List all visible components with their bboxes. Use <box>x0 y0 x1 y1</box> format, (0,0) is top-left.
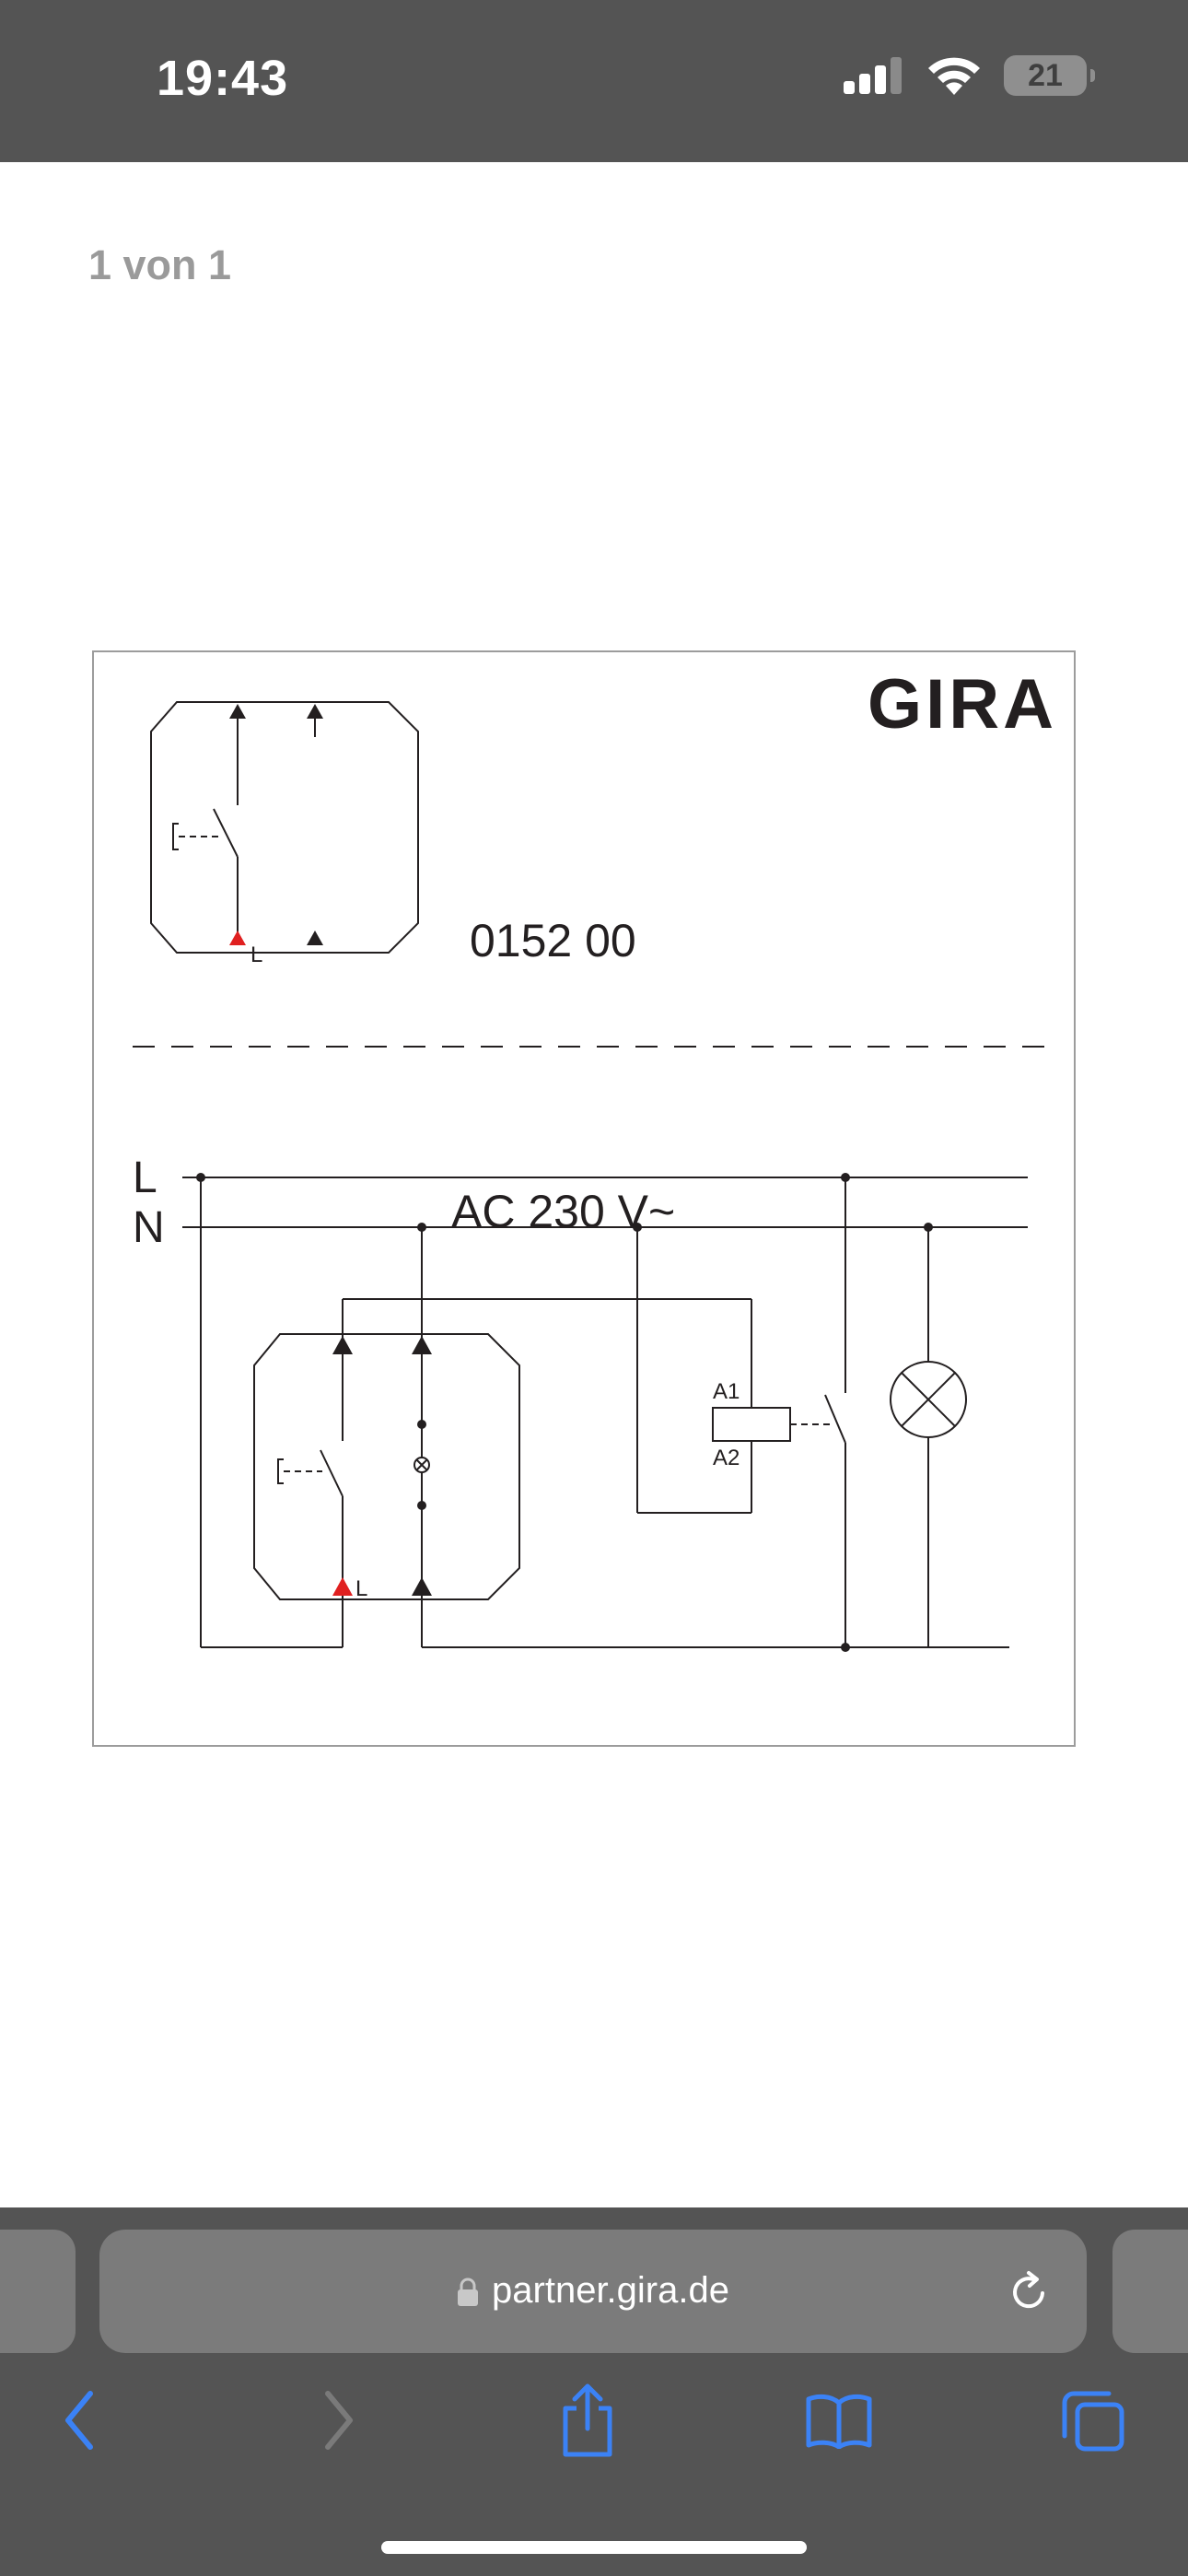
forward-icon[interactable] <box>320 2388 357 2453</box>
url-text: partner.gira.de <box>492 2270 729 2311</box>
relay-label-a1: A1 <box>713 1379 740 1404</box>
lock-icon <box>458 2277 479 2307</box>
voltage-label: AC 230 V~ <box>451 1186 675 1237</box>
previous-tab-preview[interactable] <box>0 2230 76 2353</box>
bookmarks-icon[interactable] <box>805 2392 873 2449</box>
signal-icon <box>844 57 902 94</box>
line-label-n: N <box>133 1203 165 1252</box>
status-bar: 19:43 21 <box>0 0 1188 162</box>
page-counter: 1 von 1 <box>88 241 232 288</box>
junction-dots <box>196 1173 933 1652</box>
arrow-up-icon <box>412 1336 432 1354</box>
relay-label-a2: A2 <box>713 1446 740 1470</box>
home-indicator[interactable] <box>381 2541 807 2554</box>
terminal-l-marker <box>229 931 246 945</box>
address-bar[interactable]: partner.gira.de <box>99 2230 1087 2353</box>
terminal-label: L <box>250 943 262 967</box>
arrow-up-icon <box>307 931 323 945</box>
terminal-l-marker <box>332 1577 353 1596</box>
article-number: 0152 00 <box>470 915 636 966</box>
reload-icon[interactable] <box>1006 2268 1052 2314</box>
document-page: GIRA L 0152 00 L N AC 230 V~ <box>92 650 1076 1747</box>
url-display[interactable]: partner.gira.de <box>99 2270 1087 2312</box>
share-icon[interactable] <box>558 2381 617 2458</box>
wiring-diagram: GIRA L 0152 00 L N AC 230 V~ <box>133 665 1059 1652</box>
battery-level: 21 <box>1028 57 1063 93</box>
arrow-up-icon <box>332 1336 353 1354</box>
brand-logo: GIRA <box>868 665 1057 744</box>
arrow-up-icon <box>307 704 323 719</box>
line-label-l: L <box>133 1153 157 1202</box>
device-symbol-top <box>150 701 419 954</box>
status-icons: 21 <box>844 55 1095 96</box>
arrow-up-icon <box>229 704 246 719</box>
next-tab-preview[interactable] <box>1112 2230 1188 2353</box>
arrow-up-icon <box>412 1577 432 1596</box>
circuit-wires <box>182 1177 1028 1648</box>
terminal-label: L <box>355 1576 367 1601</box>
status-time: 19:43 <box>157 51 289 106</box>
tabs-icon[interactable] <box>1061 2388 1125 2453</box>
back-icon[interactable] <box>61 2388 98 2453</box>
battery-indicator: 21 <box>1004 55 1095 96</box>
wifi-icon <box>928 57 980 95</box>
